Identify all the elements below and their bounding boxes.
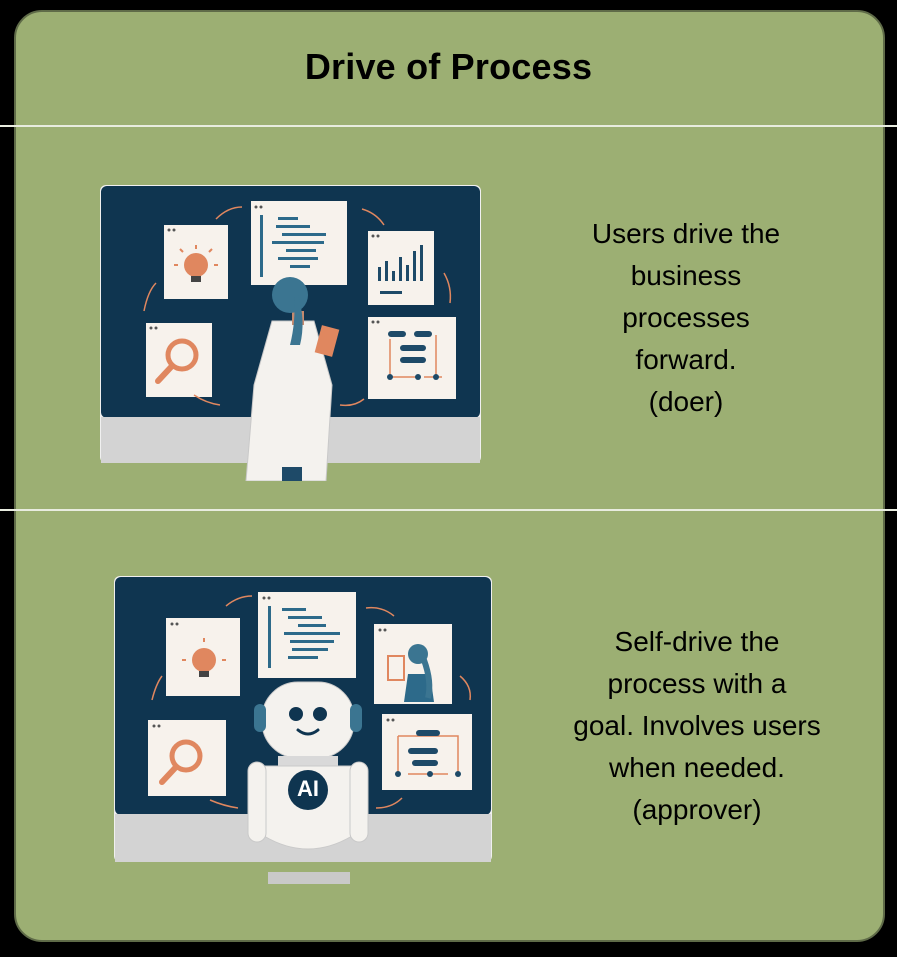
caption-line: forward. [635,344,737,375]
caption-line: Users drive the [591,218,781,249]
ai-robot-illustration [114,576,492,884]
lightbulb-panel [166,618,240,696]
robot-chest-badge [288,770,328,810]
robot-head [261,681,355,759]
page-title: Drive of Process [304,46,593,87]
section-divider-middle [0,509,897,511]
bar-chart-panel [368,231,434,305]
user-figure [245,277,340,481]
caption-line: (approver) [632,794,762,825]
magnifier-panel [148,720,226,796]
robot-chest-label: AI [297,776,319,801]
caption-approver: Self-drive the process with a goal. Invo… [537,621,857,831]
code-panel [258,592,356,678]
caption-line: when needed. [609,752,785,783]
caption-line: process with a [607,668,787,699]
caption-line: goal. Involves users [573,710,821,741]
lightbulb-panel [164,225,228,299]
caption-line: business [630,260,742,291]
magnifier-panel [146,323,212,397]
caption-line: Self-drive the [614,626,780,657]
flowchart-panel [382,714,472,790]
caption-line: (doer) [648,386,724,417]
robot-figure [247,681,369,884]
section-divider-top [0,125,897,127]
caption-line: processes [622,302,750,333]
mini-user-panel [374,624,452,704]
flowchart-panel [368,317,456,399]
code-panel [251,201,347,285]
human-user-illustration [100,185,481,481]
caption-doer: Users drive the business processes forwa… [530,213,842,423]
